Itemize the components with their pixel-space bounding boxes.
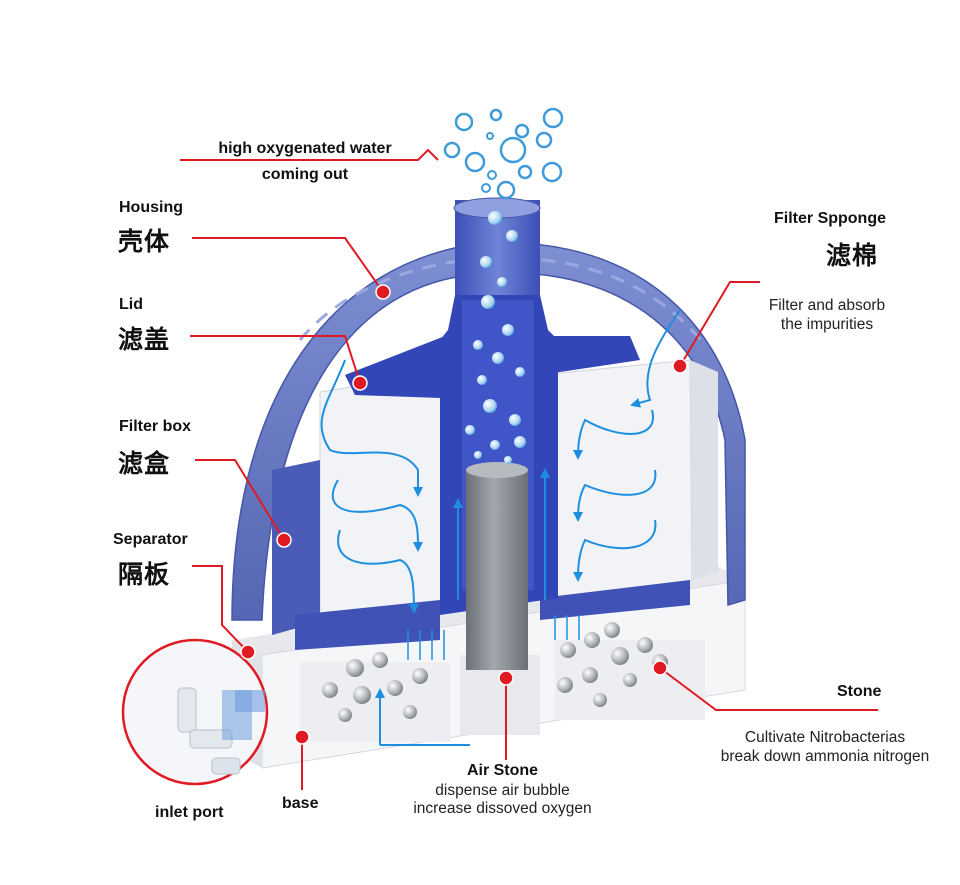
sponge-desc-line2: the impurities bbox=[780, 316, 874, 333]
stone-label: Stone bbox=[837, 683, 882, 700]
sponge-desc-line1: Filter and absorb bbox=[768, 297, 886, 314]
pointer-dots bbox=[240, 284, 688, 745]
air-stone-desc-line2: increase dissoved oxygen bbox=[413, 800, 592, 817]
air-stone bbox=[466, 462, 528, 670]
tube-bubbles bbox=[465, 211, 526, 464]
stone-desc-line2: break down ammonia nitrogen bbox=[720, 748, 930, 765]
separator-label-zh: 隔板 bbox=[118, 560, 171, 589]
filter-box-label: Filter box bbox=[119, 418, 192, 435]
water-flow-arrows bbox=[320, 309, 681, 746]
air-stone-desc-line1: dispense air bubble bbox=[435, 782, 570, 799]
housing-label-zh: 壳体 bbox=[118, 227, 171, 256]
output-bubbles bbox=[443, 107, 564, 200]
separator-label: Separator bbox=[113, 531, 188, 548]
sponge-label: Filter Spponge bbox=[774, 210, 886, 227]
sponge-label-zh: 滤棉 bbox=[826, 241, 879, 270]
stones bbox=[322, 622, 668, 722]
filter-box-label-zh: 滤盒 bbox=[118, 449, 171, 478]
lid-label: Lid bbox=[119, 296, 143, 313]
base-label: base bbox=[282, 795, 319, 812]
stone-desc-line1: Cultivate Nitrobacterias bbox=[744, 729, 906, 746]
output-label-line1: high oxygenated water bbox=[218, 140, 392, 157]
inlet-port-inset bbox=[121, 638, 269, 786]
inlet-connector bbox=[235, 690, 265, 712]
pointer-lines bbox=[180, 148, 878, 790]
lid-label-zh: 滤盖 bbox=[118, 325, 171, 354]
housing-label: Housing bbox=[119, 199, 183, 216]
air-stone-label: Air Stone bbox=[466, 762, 539, 779]
inlet-port-label: inlet port bbox=[155, 804, 224, 821]
output-label-line2: coming out bbox=[261, 166, 349, 183]
